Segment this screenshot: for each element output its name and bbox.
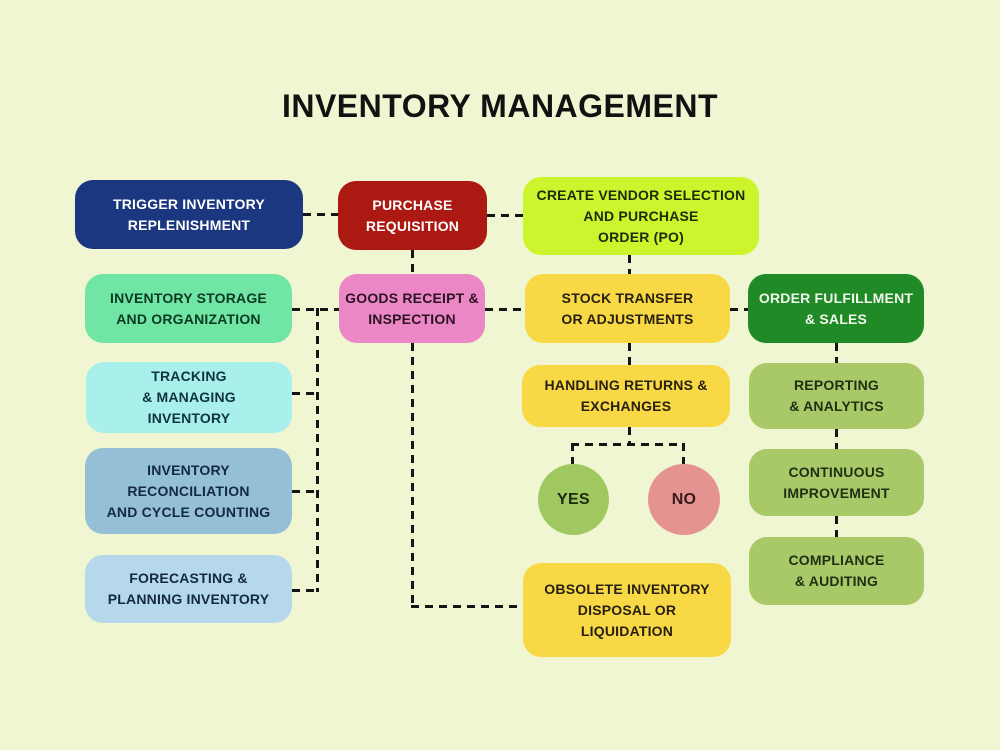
node-create-vendor-selection-purchase-order: CREATE VENDOR SELECTION AND PURCHASE ORD… [523,177,759,255]
node-label-line: INVENTORY [147,461,230,478]
node-obsolete-inventory-disposal-liquidation: OBSOLETE INVENTORY DISPOSAL OR LIQUIDATI… [523,563,731,657]
connector-trigger-purchase [303,213,338,216]
node-label-line: INVENTORY [147,410,231,426]
connector-goods-obsolete-horizontal [411,605,523,608]
page-title: INVENTORY MANAGEMENT [281,88,719,124]
node-purchase-requisition: PURCHASE REQUISITION [338,181,487,250]
node-inventory-storage-organization: INVENTORY STORAGE AND ORGANIZATION [85,274,292,343]
node-label-line: REPORTING [793,377,880,393]
node-label-line: PLANNING INVENTORY [107,591,270,607]
connector-split-no [682,443,685,464]
node-label-line: ORDER FULFILLMENT [758,289,914,306]
node-trigger-inventory-replenishment: TRIGGER INVENTORY REPLENISHMENT [75,180,303,249]
node-label-line: LIQUIDATION [580,622,674,639]
connector-continuous-compliance [835,516,838,537]
node-label-line: TRACKING [151,368,227,384]
node-label-line: AND ORGANIZATION [116,310,261,327]
node-label-line: IMPROVEMENT [783,484,890,501]
node-label-line: AND PURCHASE [583,207,699,224]
node-label-line: INVENTORY STORAGE [110,289,267,306]
connector-reporting-continuous [835,429,838,449]
node-label-line: RECONCILIATION [127,482,250,499]
node-tracking-managing-inventory: TRACKING & MANAGING INVENTORY [86,362,292,433]
connector-stock-returns [628,343,631,365]
node-label-line: YES [557,490,590,508]
node-label-line: CONTINUOUS [788,463,885,480]
connector-fulfillment-reporting [835,343,838,363]
connector-spine-tracking [292,392,318,395]
node-inventory-reconciliation-cycle-counting: INVENTORY RECONCILIATION AND CYCLE COUNT… [85,448,292,534]
node-label-line: STOCK TRANSFER [561,289,694,306]
node-label-line: OBSOLETE INVENTORY [544,580,710,597]
node-label-line: REQUISITION [365,217,460,234]
connector-spine-reconciliation [292,490,318,493]
node-goods-receipt-inspection: GOODS RECEIPT & INSPECTION [339,274,485,343]
node-label-line: EXCHANGES [580,398,672,414]
node-label-line: ORDER (PO) [598,228,684,245]
node-label-line: & ANALYTICS [789,398,884,414]
node-label-line: CREATE VENDOR SELECTION [536,186,746,203]
connector-goods-obsolete-vertical [411,343,414,607]
node-stock-transfer-adjustments: STOCK TRANSFER OR ADJUSTMENTS [525,274,730,343]
node-label-line: NO [671,490,697,508]
node-label-line: AND CYCLE COUNTING [106,503,271,520]
node-label-line: INSPECTION [368,310,456,327]
node-continuous-improvement: CONTINUOUS IMPROVEMENT [749,449,924,516]
connector-spine-forecasting [292,589,318,592]
connector-stock-fulfillment [730,308,748,311]
node-label-line: & SALES [804,310,868,327]
node-label-line: DISPOSAL OR [577,601,677,618]
node-label-line: TRIGGER INVENTORY [113,195,265,212]
connector-returns-split-stem [628,427,631,445]
node-reporting-analytics: REPORTING & ANALYTICS [749,363,924,429]
node-forecasting-planning-inventory: FORECASTING & PLANNING INVENTORY [85,555,292,623]
node-label-line: HANDLING RETURNS & [544,377,708,393]
node-label-line: & AUDITING [794,573,879,589]
connector-goods-stock [485,308,525,311]
node-label-line: FORECASTING & [129,570,248,586]
connector-vendor-stock [628,255,631,274]
node-order-fulfillment-sales: ORDER FULFILLMENT & SALES [748,274,924,343]
node-handling-returns-exchanges: HANDLING RETURNS & EXCHANGES [522,365,730,427]
node-label-line: & MANAGING [142,389,236,405]
connector-purchase-vendor [487,214,523,217]
connector-purchase-goods [411,250,414,274]
node-compliance-auditing: COMPLIANCE & AUDITING [749,537,924,605]
node-yes-decision: YES [538,464,609,535]
connector-left-spine [316,308,319,592]
node-label-line: GOODS RECEIPT & [345,289,479,306]
connector-storage-goods [292,308,339,311]
node-label-line: REPLENISHMENT [127,216,251,233]
node-label-line: OR ADJUSTMENTS [561,310,694,327]
node-label-line: PURCHASE [372,196,453,213]
node-no-decision: NO [648,464,720,535]
connector-split-yes [571,443,574,464]
node-label-line: COMPLIANCE [788,552,885,568]
